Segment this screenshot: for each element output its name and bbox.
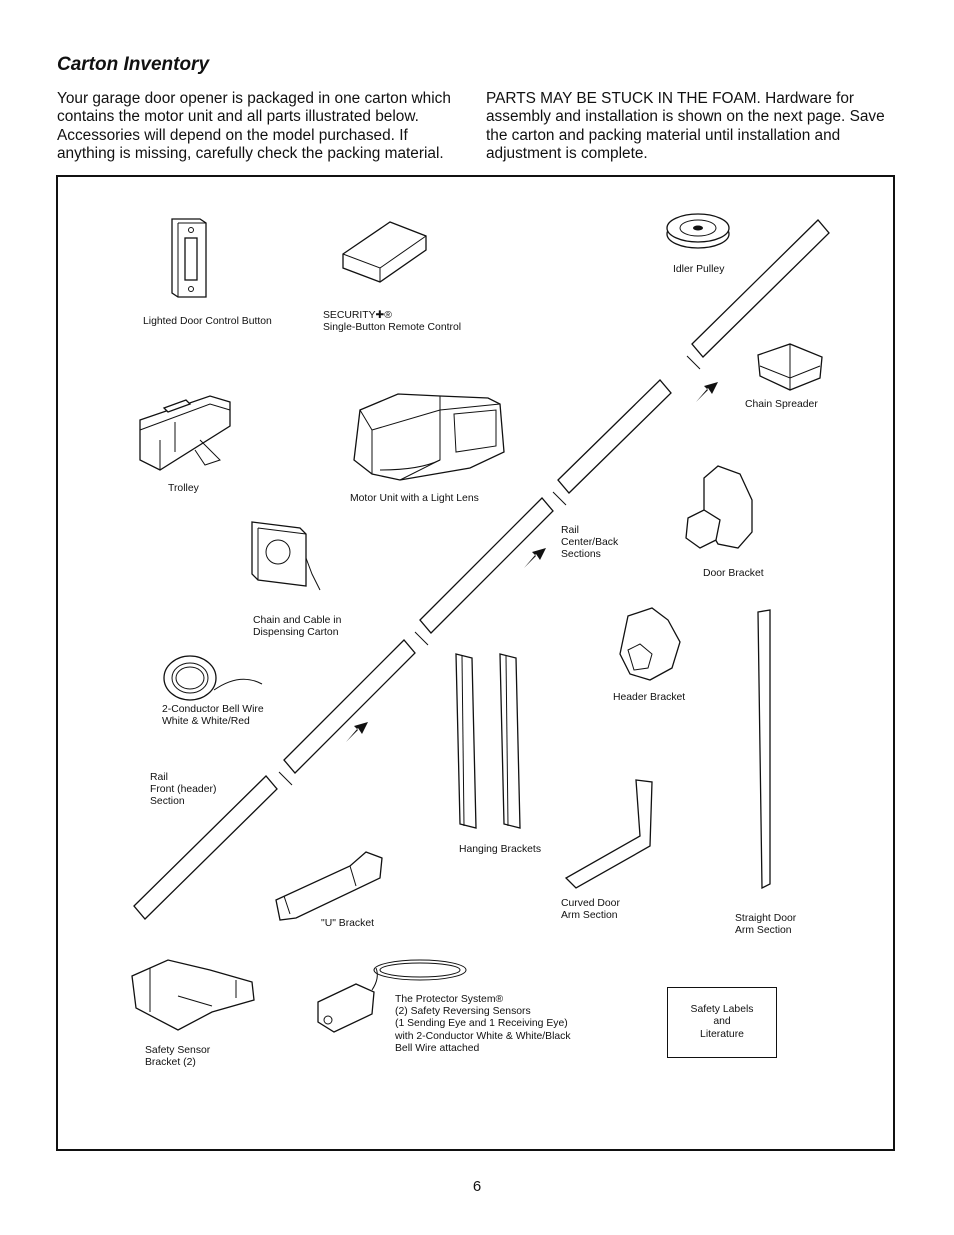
protector-system-label: The Protector System® (2) Safety Reversi…	[395, 994, 571, 1055]
sensor-bracket-label: Safety Sensor Bracket (2)	[145, 1045, 210, 1069]
rail-front-label: Rail Front (header) Section	[150, 772, 216, 809]
straight-arm-label-line1: Straight Door	[735, 913, 797, 924]
trolley-label: Trolley	[168, 483, 199, 494]
chain-spreader-label: Chain Spreader	[745, 399, 818, 410]
header-bracket-icon	[619, 607, 681, 681]
intro-paragraph-right: PARTS MAY BE STUCK IN THE FOAM. Hardware…	[486, 90, 885, 163]
remote-label-line2: Single-Button Remote Control	[323, 322, 462, 334]
page-number: 6	[472, 1178, 482, 1195]
protector-label-line1: The Protector System®	[395, 994, 504, 1005]
chain-cable-label-line1: Chain and Cable in	[253, 615, 342, 626]
protector-label-line2: (2) Safety Reversing Sensors	[395, 1006, 531, 1018]
curved-arm-label: Curved Door Arm Section	[561, 898, 620, 922]
page-title: Carton Inventory	[57, 54, 210, 75]
door-control-button-icon	[171, 218, 207, 298]
curved-door-arm-icon	[564, 779, 653, 889]
rail-front-label-line2: Front (header)	[150, 784, 217, 796]
bell-wire-icon	[163, 655, 263, 701]
remote-control-icon	[342, 221, 427, 283]
chain-spreader-icon	[757, 343, 823, 391]
safety-labels-line3: Literature	[700, 1028, 744, 1040]
safety-labels-line1: Safety Labels	[690, 1004, 754, 1016]
intro-paragraph-left: Your garage door opener is packaged in o…	[57, 90, 451, 163]
safety-sensor-icon	[317, 959, 467, 1033]
rail-sections-icon	[133, 219, 830, 920]
protector-label-line5: Bell Wire attached	[395, 1042, 480, 1054]
safety-labels-box: Safety Labels and Literature	[667, 987, 777, 1058]
straight-arm-label: Straight Door Arm Section	[735, 913, 796, 937]
rail-center-label-line2: Center/Back	[561, 537, 619, 549]
header-bracket-label: Header Bracket	[613, 692, 686, 703]
rail-center-label-line3: Sections	[561, 549, 601, 561]
safety-labels-line2: and	[713, 1016, 731, 1028]
straight-arm-label-line2: Arm Section	[735, 925, 792, 937]
u-bracket-label: "U" Bracket	[321, 918, 374, 929]
inventory-frame	[56, 175, 895, 1151]
motor-unit-label: Motor Unit with a Light Lens	[350, 493, 479, 504]
protector-label-line3: (1 Sending Eye and 1 Receiving Eye)	[395, 1018, 568, 1030]
remote-label-line1: SECURITY✚®	[323, 310, 392, 321]
idler-pulley-label: Idler Pulley	[673, 264, 725, 275]
chain-carton-icon	[251, 521, 321, 591]
rail-front-label-line1: Rail	[150, 772, 168, 783]
sensor-bracket-label-line2: Bracket (2)	[145, 1057, 196, 1069]
curved-arm-label-line2: Arm Section	[561, 910, 618, 922]
trolley-icon	[139, 395, 231, 471]
chain-cable-label: Chain and Cable in Dispensing Carton	[253, 615, 341, 639]
door-bracket-label: Door Bracket	[703, 568, 764, 579]
rail-front-label-line3: Section	[150, 796, 185, 808]
sensor-bracket-label-line1: Safety Sensor	[145, 1045, 211, 1056]
motor-unit-icon	[353, 393, 505, 481]
hanging-brackets-icon	[455, 653, 521, 829]
remote-label: SECURITY✚® Single-Button Remote Control	[323, 310, 461, 334]
bell-wire-label-line2: White & White/Red	[162, 716, 250, 728]
idler-pulley-icon	[666, 213, 730, 249]
hanging-brackets-label: Hanging Brackets	[459, 844, 542, 855]
rail-center-label: Rail Center/Back Sections	[561, 525, 618, 562]
curved-arm-label-line1: Curved Door	[561, 898, 620, 909]
door-bracket-icon	[685, 465, 753, 549]
protector-label-line4: with 2-Conductor White & White/Black	[395, 1030, 571, 1042]
bell-wire-label-line1: 2-Conductor Bell Wire	[162, 704, 264, 715]
rail-center-label-line1: Rail	[561, 525, 579, 536]
u-bracket-icon	[275, 851, 383, 921]
sensor-bracket-icon	[131, 959, 255, 1031]
bell-wire-label: 2-Conductor Bell Wire White & White/Red	[162, 704, 264, 728]
straight-door-arm-icon	[757, 609, 771, 890]
chain-cable-label-line2: Dispensing Carton	[253, 627, 339, 639]
door-control-label: Lighted Door Control Button	[143, 316, 272, 327]
